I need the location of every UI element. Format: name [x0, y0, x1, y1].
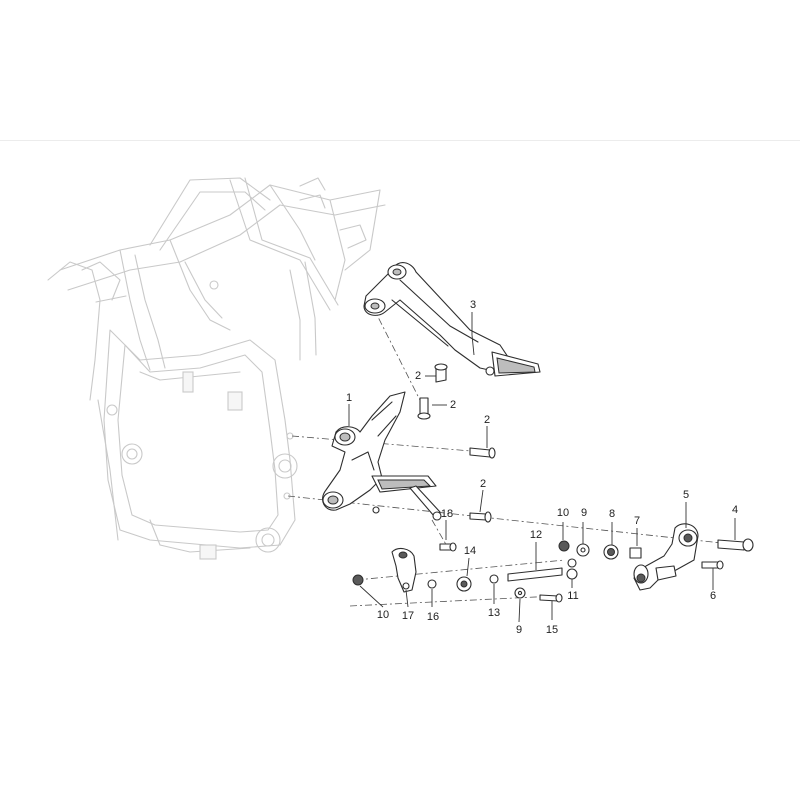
callout-10: 10	[377, 609, 389, 621]
callout-18: 18	[441, 508, 453, 520]
callout-13: 13	[488, 607, 500, 619]
bolts-2	[417, 363, 496, 523]
callout-2: 2	[415, 370, 421, 382]
callout-8: 8	[609, 508, 615, 520]
callout-11: 11	[567, 590, 578, 602]
callout-1: 1	[346, 392, 352, 404]
callout-10: 10	[557, 507, 569, 519]
callout-14: 14	[464, 545, 476, 557]
callout-17: 17	[402, 610, 414, 622]
callout-2: 2	[480, 478, 486, 490]
callout-9: 9	[516, 624, 522, 636]
front-footpeg-bracket	[322, 391, 442, 521]
callout-numbers: 3 2 2 1 2 2 18 10 9 8 7 5 4 12 14 6 10 1…	[346, 299, 738, 636]
callout-12: 12	[530, 529, 542, 541]
frame-ghost	[47, 177, 386, 560]
callout-6: 6	[710, 590, 716, 602]
leader-lines	[348, 312, 736, 623]
callout-9: 9	[581, 507, 587, 519]
callout-4: 4	[732, 504, 738, 516]
callout-2: 2	[450, 399, 456, 411]
callout-7: 7	[634, 515, 640, 527]
callout-15: 15	[546, 624, 558, 636]
rear-footpeg-bracket	[363, 262, 541, 377]
callout-16: 16	[427, 611, 439, 623]
callout-2: 2	[484, 414, 490, 426]
callout-3: 3	[470, 299, 476, 311]
callout-5: 5	[683, 489, 689, 501]
brake-pedal-hardware	[558, 523, 754, 591]
header-divider	[0, 140, 800, 141]
